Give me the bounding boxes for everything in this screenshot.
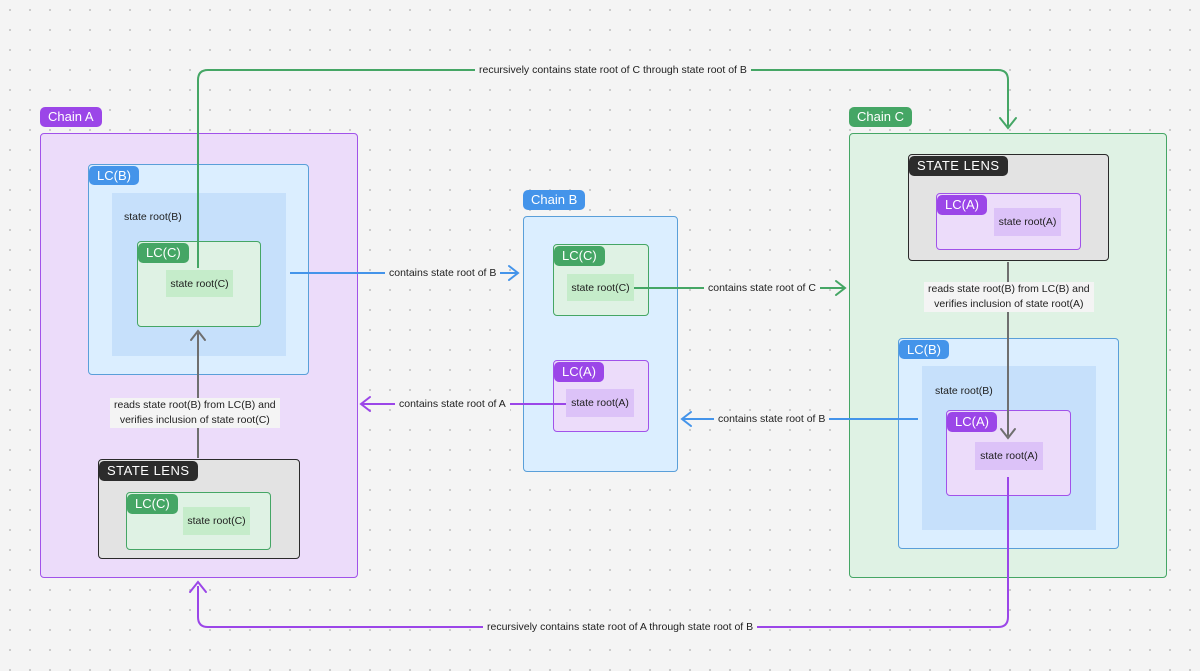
top-recursive-arrow-line xyxy=(197,69,1009,268)
chain-c-lens-lc-a-tag: LC(A) xyxy=(937,195,987,215)
chain-a-lens-lc-c-tag: LC(C) xyxy=(127,494,178,514)
chain-a-reads-line-1: reads state root(B) from LC(B) and xyxy=(114,399,276,411)
bottom-recursive-label: recursively contains state root of A thr… xyxy=(483,620,758,635)
chain-a-lens-arrowhead xyxy=(190,329,206,341)
a-to-b-arrowhead xyxy=(508,265,520,281)
top-recursive-arrowhead xyxy=(999,117,1017,130)
chain-b-tag: Chain B xyxy=(523,190,586,210)
b-to-a-arrowhead xyxy=(359,396,371,412)
chain-c-lens-state-root-a: state root(A) xyxy=(994,208,1061,236)
chain-c-state-lens-tag: STATE LENS xyxy=(909,156,1008,176)
bottom-recursive-arrow-line xyxy=(197,477,1009,628)
top-recursive-label: recursively contains state root of C thr… xyxy=(475,63,751,78)
chain-a-tag: Chain A xyxy=(40,107,102,127)
b-to-c-label: contains state root of C xyxy=(704,281,820,296)
chain-c-state-root-a: state root(A) xyxy=(975,442,1043,470)
chain-b-state-root-a: state root(A) xyxy=(566,389,634,417)
c-to-b-arrowhead xyxy=(680,411,692,427)
chain-c-state-root-b-label: state root(B) xyxy=(935,385,993,397)
chain-a-lc-b-tag: LC(B) xyxy=(89,166,139,185)
chain-a-state-lens-tag: STATE LENS xyxy=(99,461,198,481)
chain-c-reads-label: reads state root(B) from LC(B) and verif… xyxy=(924,282,1094,312)
chain-c-reads-line-1: reads state root(B) from LC(B) and xyxy=(928,283,1090,295)
chain-a-state-root-c: state root(C) xyxy=(166,270,233,297)
chain-c-lc-a-tag: LC(A) xyxy=(947,412,997,432)
chain-c-lc-b-tag: LC(B) xyxy=(899,340,949,359)
b-to-a-label: contains state root of A xyxy=(395,397,510,412)
a-to-b-label: contains state root of B xyxy=(385,266,501,281)
b-to-c-arrowhead xyxy=(835,280,847,296)
chain-c-reads-line-2: verifies inclusion of state root(A) xyxy=(934,298,1084,310)
c-to-b-label: contains state root of B xyxy=(714,412,830,427)
bottom-recursive-arrowhead xyxy=(189,580,207,593)
chain-a-state-root-b-label: state root(B) xyxy=(124,211,182,223)
chain-c-lens-arrowhead xyxy=(1000,428,1016,440)
chain-b-state-root-c: state root(C) xyxy=(567,274,634,301)
chain-a-reads-line-2: verifies inclusion of state root(C) xyxy=(119,414,270,426)
chain-a-lc-c-tag: LC(C) xyxy=(138,243,189,263)
chain-a-reads-label: reads state root(B) from LC(B) and verif… xyxy=(110,398,280,428)
chain-a-lens-state-root-c: state root(C) xyxy=(183,507,250,535)
chain-b-lc-c-tag: LC(C) xyxy=(554,246,605,266)
chain-b-lc-a-tag: LC(A) xyxy=(554,362,604,382)
chain-c-tag: Chain C xyxy=(849,107,912,127)
